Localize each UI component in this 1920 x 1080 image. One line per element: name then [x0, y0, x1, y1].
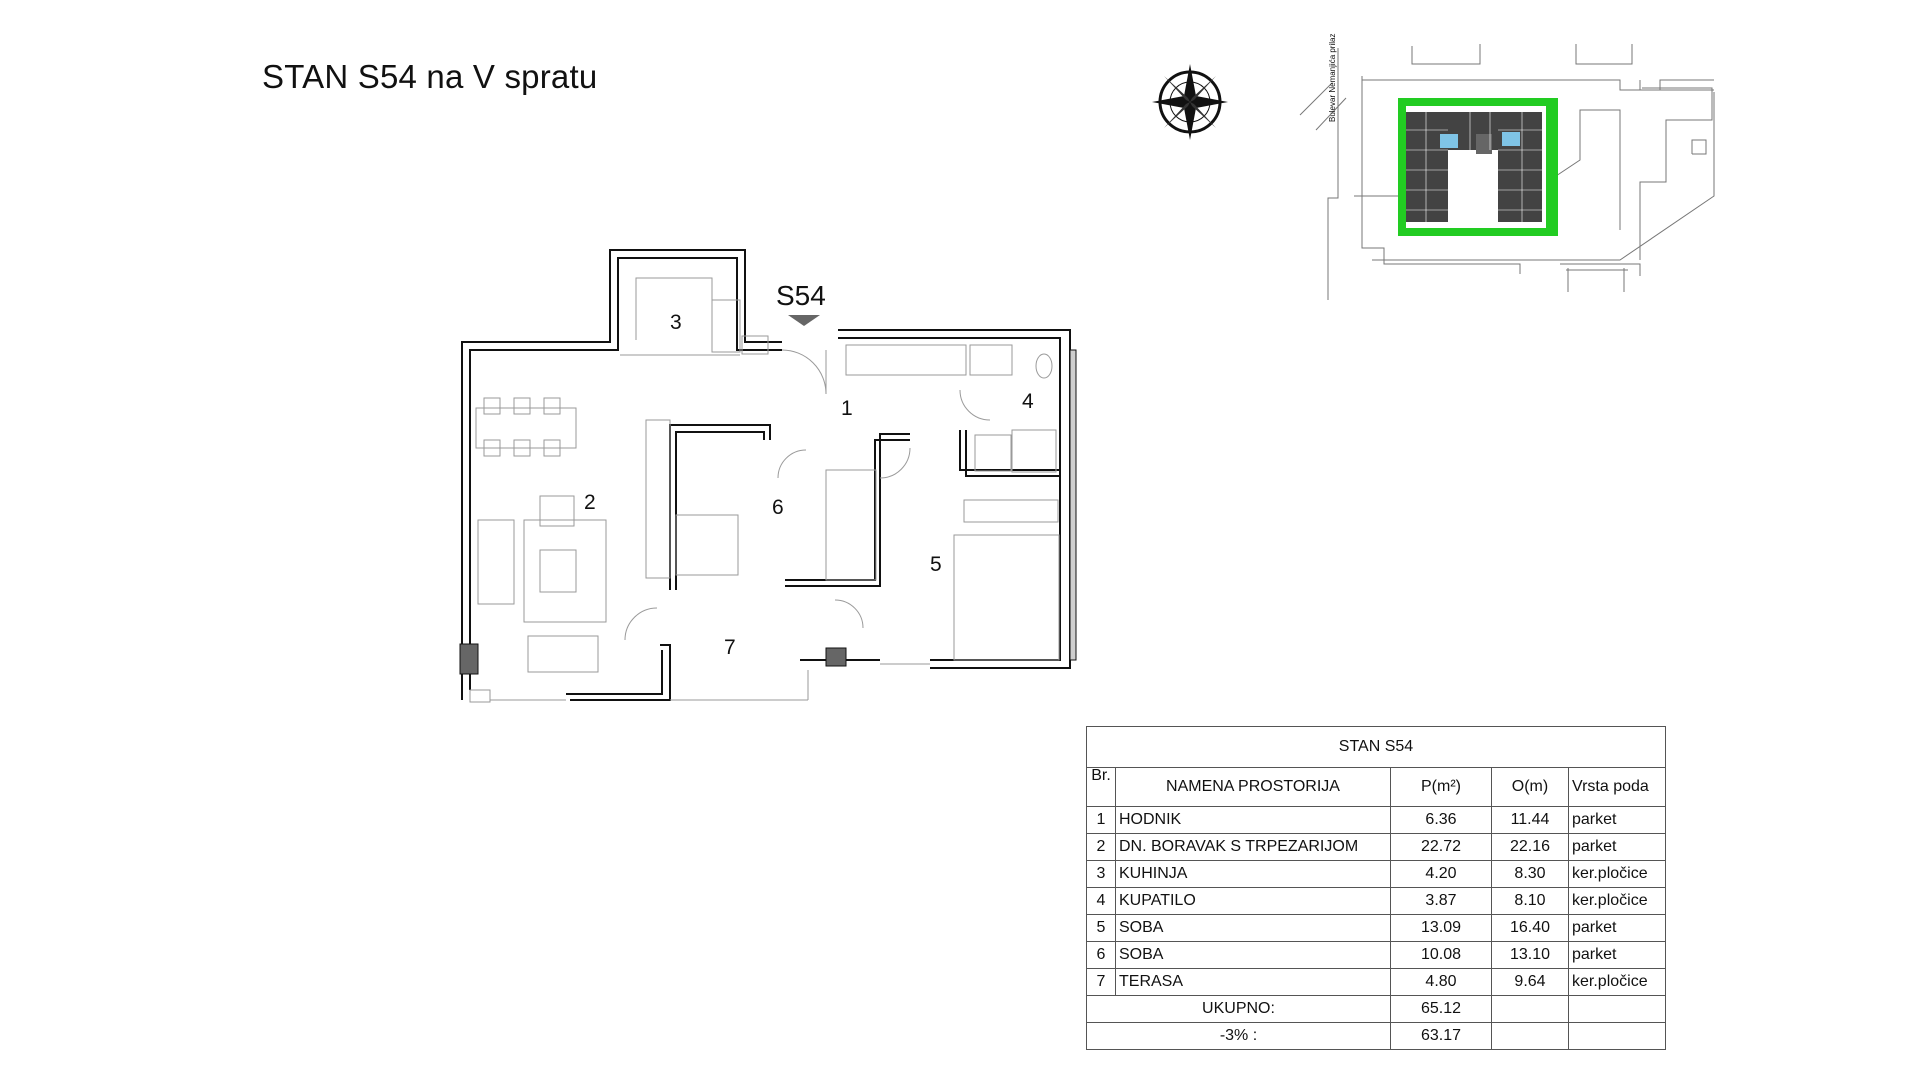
header-floor: Vrsta poda — [1568, 767, 1666, 807]
row-area: 10.08 — [1390, 941, 1492, 969]
row-br: 4 — [1086, 887, 1116, 915]
site-building — [1398, 98, 1558, 236]
row-br: 2 — [1086, 833, 1116, 861]
row-perimeter: 8.10 — [1491, 887, 1569, 915]
reduced-value: 63.17 — [1390, 1022, 1492, 1050]
row-perimeter: 9.64 — [1491, 968, 1569, 996]
room-number-4: 4 — [1022, 390, 1034, 413]
table-row: 3 KUHINJA 4.20 8.30 ker.pločice — [1086, 860, 1666, 888]
row-perimeter: 11.44 — [1491, 806, 1569, 834]
compass-icon — [1152, 64, 1228, 140]
total-label: UKUPNO: — [1086, 995, 1391, 1023]
wall-terrace-left — [570, 644, 671, 701]
table-row: 1 HODNIK 6.36 11.44 parket — [1086, 806, 1666, 834]
row-area: 4.20 — [1390, 860, 1492, 888]
header-name: NAMENA PROSTORIJA — [1115, 767, 1391, 807]
room-number-2: 2 — [584, 491, 596, 514]
row-perimeter: 16.40 — [1491, 914, 1569, 942]
table-caption: STAN S54 — [1086, 726, 1666, 768]
row-area: 22.72 — [1390, 833, 1492, 861]
row-area: 3.87 — [1390, 887, 1492, 915]
row-perimeter: 8.30 — [1491, 860, 1569, 888]
row-name: SOBA — [1115, 941, 1391, 969]
row-br: 3 — [1086, 860, 1116, 888]
header-area: P(m²) — [1390, 767, 1492, 807]
room-number-3: 3 — [670, 311, 682, 334]
row-name: KUHINJA — [1115, 860, 1391, 888]
wall-left-kitchen — [461, 249, 782, 700]
unit-marker-arrow — [788, 315, 820, 326]
row-br: 7 — [1086, 968, 1116, 996]
wall-room6-left — [669, 424, 771, 590]
total-row: UKUPNO: 65.12 — [1086, 995, 1666, 1023]
row-perimeter: 22.16 — [1491, 833, 1569, 861]
row-name: DN. BORAVAK S TRPEZARIJOM — [1115, 833, 1391, 861]
wall-bath — [959, 430, 1060, 471]
row-br: 1 — [1086, 806, 1116, 834]
row-floor: ker.pločice — [1568, 968, 1666, 996]
row-perimeter: 13.10 — [1491, 941, 1569, 969]
row-floor: ker.pločice — [1568, 887, 1666, 915]
table-row: 2 DN. BORAVAK S TRPEZARIJOM 22.72 22.16 … — [1086, 833, 1666, 861]
row-floor: ker.pločice — [1568, 860, 1666, 888]
wall-room6-right — [785, 439, 910, 581]
row-floor: parket — [1568, 941, 1666, 969]
row-area: 6.36 — [1390, 806, 1492, 834]
street-label: Bulevar Nemanjića prilaz — [1328, 33, 1337, 122]
row-name: KUPATILO — [1115, 887, 1391, 915]
header-br: Br. — [1086, 767, 1116, 807]
unit-label: S54 — [776, 280, 826, 311]
room-number-5: 5 — [930, 553, 942, 576]
reduced-row: -3% : 63.17 — [1086, 1022, 1666, 1050]
row-name: HODNIK — [1115, 806, 1391, 834]
room-number-1: 1 — [841, 397, 853, 420]
table-row: 7 TERASA 4.80 9.64 ker.pločice — [1086, 968, 1666, 996]
row-area: 4.80 — [1390, 968, 1492, 996]
row-area: 13.09 — [1390, 914, 1492, 942]
row-br: 5 — [1086, 914, 1116, 942]
reduced-label: -3% : — [1086, 1022, 1391, 1050]
header-perimeter: O(m) — [1491, 767, 1569, 807]
row-floor: parket — [1568, 914, 1666, 942]
table-row: 6 SOBA 10.08 13.10 parket — [1086, 941, 1666, 969]
table-row: 5 SOBA 13.09 16.40 parket — [1086, 914, 1666, 942]
row-floor: parket — [1568, 806, 1666, 834]
row-name: TERASA — [1115, 968, 1391, 996]
room-number-6: 6 — [772, 496, 784, 519]
row-br: 6 — [1086, 941, 1116, 969]
rooms-table: STAN S54 Br. NAMENA PROSTORIJA P(m²) O(m… — [1086, 726, 1666, 1050]
room-number-7: 7 — [724, 636, 736, 659]
table-row: 4 KUPATILO 3.87 8.10 ker.pločice — [1086, 887, 1666, 915]
page-title: STAN S54 na V spratu — [262, 58, 598, 95]
total-value: 65.12 — [1390, 995, 1492, 1023]
row-name: SOBA — [1115, 914, 1391, 942]
row-floor: parket — [1568, 833, 1666, 861]
